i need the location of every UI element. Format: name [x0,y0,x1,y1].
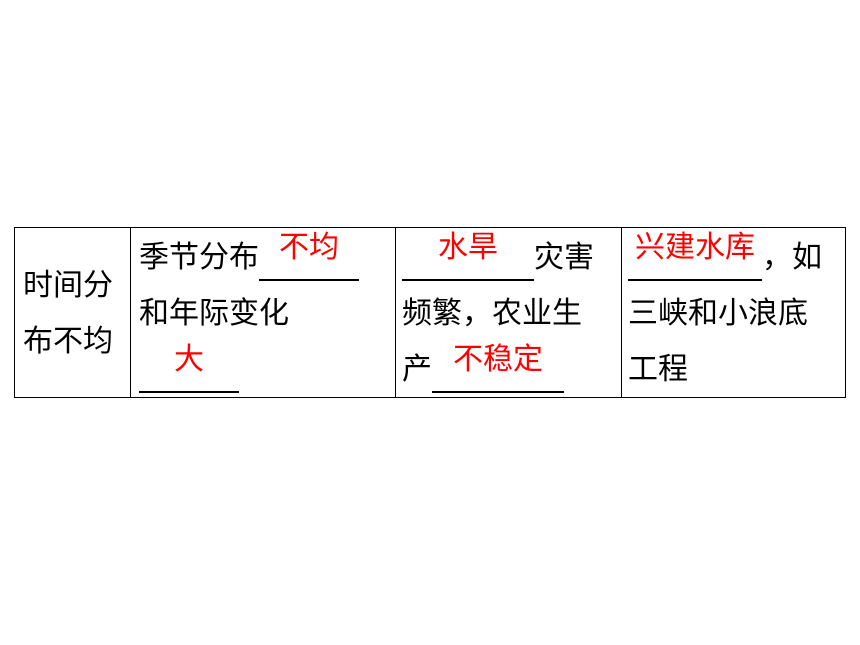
feature-cell: 季节分布不均 和年际变化 大 [131,228,396,397]
measure-answer-1: 兴建水库 [635,230,755,265]
impact-line-2: 频繁，农业生 [402,296,582,331]
impact-answer-1: 水旱 [438,230,498,265]
impact-line-3: 产不稳定 [402,342,564,398]
water-resource-table: 时间分 布不均 季节分布不均 和年际变化 大 水旱灾害 频繁，农业生 产不稳定 … [14,227,846,398]
feature-blank-1: 不均 [259,230,359,281]
feature-answer-2: 大 [174,342,204,377]
impact-line-1: 水旱 灾害 [402,230,594,286]
feature-line-1: 季节分布不均 [139,230,359,286]
category-cell: 时间分 布不均 [15,228,131,397]
category-line-2: 布不均 [23,324,113,359]
impact-cell: 水旱 灾害 频繁，农业生 产不稳定 [396,228,622,397]
impact-blank-1: 水旱 [402,230,534,281]
impact-text-3: 产 [402,352,432,387]
feature-line-3: 大 [139,342,239,398]
impact-blank-2: 不稳定 [432,342,564,393]
feature-blank-2: 大 [139,342,239,393]
measure-blank-1: 兴建水库 [628,230,762,281]
impact-text-1: 灾害 [534,240,594,275]
category-line-1: 时间分 [23,268,113,303]
measure-line-1: 兴建水库，如 [628,230,822,286]
feature-answer-1: 不均 [279,230,339,265]
measure-line-2: 三峡和小浪底 [628,296,808,331]
measure-text-1: ，如 [762,240,822,275]
feature-text-1: 季节分布 [139,240,259,275]
feature-line-2: 和年际变化 [139,296,289,331]
impact-answer-2: 不稳定 [453,342,543,377]
measure-line-3: 工程 [628,352,688,387]
measure-cell: 兴建水库，如 三峡和小浪底 工程 [622,228,845,397]
